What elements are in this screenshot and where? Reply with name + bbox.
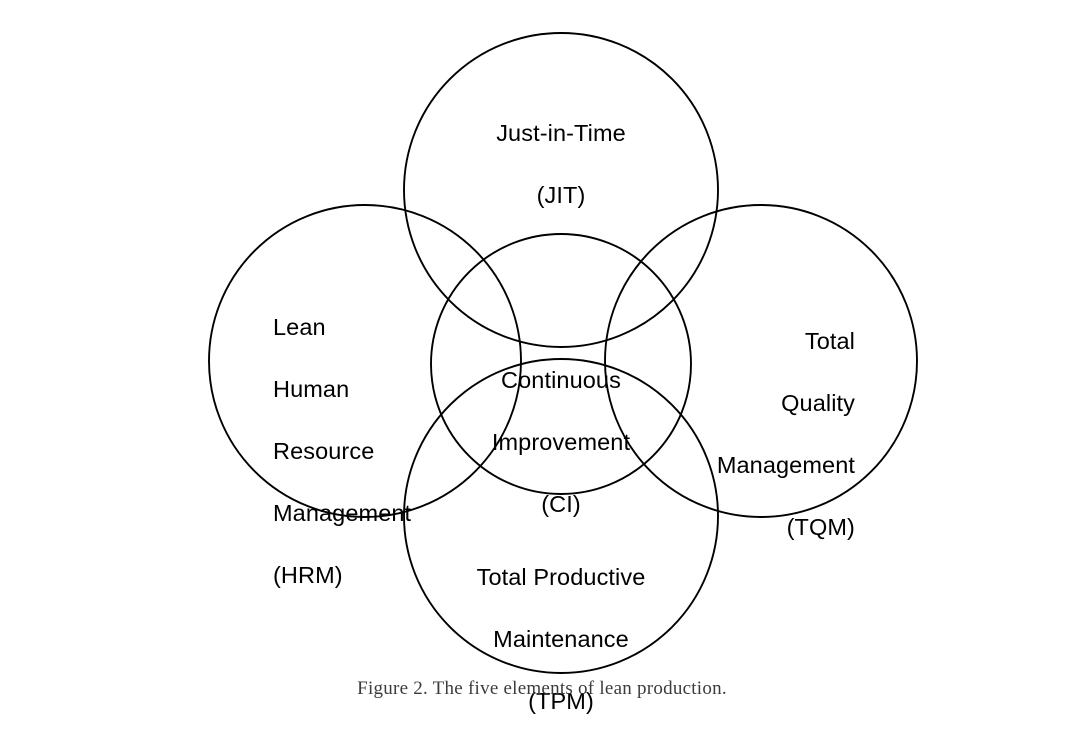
circle-hrm (208, 204, 522, 518)
circle-ci (430, 233, 692, 495)
label-hrm-line-5: (HRM) (273, 562, 343, 588)
label-ci-line-2: Improvement (491, 429, 631, 455)
label-lean-human-resource-management: Lean Human Resource Management (HRM) (273, 281, 513, 622)
label-hrm-line-2: Human (273, 376, 350, 402)
circle-tpm (403, 358, 719, 674)
label-tqm-line-2: Quality (781, 390, 855, 416)
circle-jit (403, 32, 719, 348)
label-hrm-line-3: Resource (273, 438, 375, 464)
label-ci-line-3: (CI) (541, 491, 581, 517)
circle-tqm (604, 204, 918, 518)
label-tqm-line-3: Management (716, 452, 855, 478)
label-tqm-line-4: (TQM) (786, 514, 855, 540)
label-total-quality-management: Total Quality Management (TQM) (613, 295, 855, 574)
label-jit-line-1: Just-in-Time (496, 120, 626, 146)
label-hrm-line-1: Lean (273, 314, 326, 340)
label-tpm-line-1: Total Productive (476, 564, 646, 590)
label-ci-line-1: Continuous (501, 367, 621, 393)
label-total-productive-maintenance: Total Productive Maintenance (TPM) (400, 531, 722, 748)
label-tpm-line-3: (TPM) (528, 688, 594, 714)
venn-diagram-svg (208, 32, 918, 674)
label-just-in-time: Just-in-Time (JIT) (400, 87, 722, 242)
label-tqm-line-1: Total (804, 328, 855, 354)
label-jit-line-2: (JIT) (536, 182, 586, 208)
figure-container: Just-in-Time (JIT) Lean Human Resource M… (208, 32, 918, 714)
figure-caption: Figure 2. The five elements of lean prod… (357, 678, 727, 699)
label-tpm-line-2: Maintenance (493, 626, 629, 652)
label-continuous-improvement: Continuous Improvement (CI) (440, 334, 682, 551)
label-hrm-line-4: Management (273, 500, 412, 526)
